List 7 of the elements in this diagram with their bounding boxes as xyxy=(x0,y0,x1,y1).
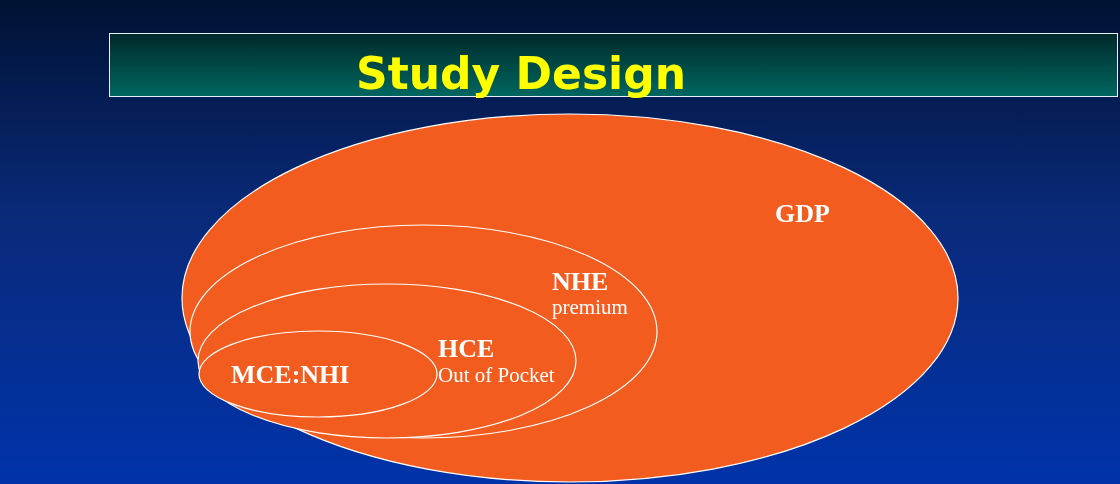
ellipse-label: NHE xyxy=(552,268,609,297)
ellipse-sublabel: Out of Pocket xyxy=(438,364,555,388)
title: Study Design xyxy=(356,50,686,98)
ellipse-sublabel: premium xyxy=(552,296,628,320)
ellipse-label: MCE:NHI xyxy=(231,361,350,390)
ellipse-label: GDP xyxy=(775,200,830,229)
ellipse-label: HCE xyxy=(438,335,495,364)
